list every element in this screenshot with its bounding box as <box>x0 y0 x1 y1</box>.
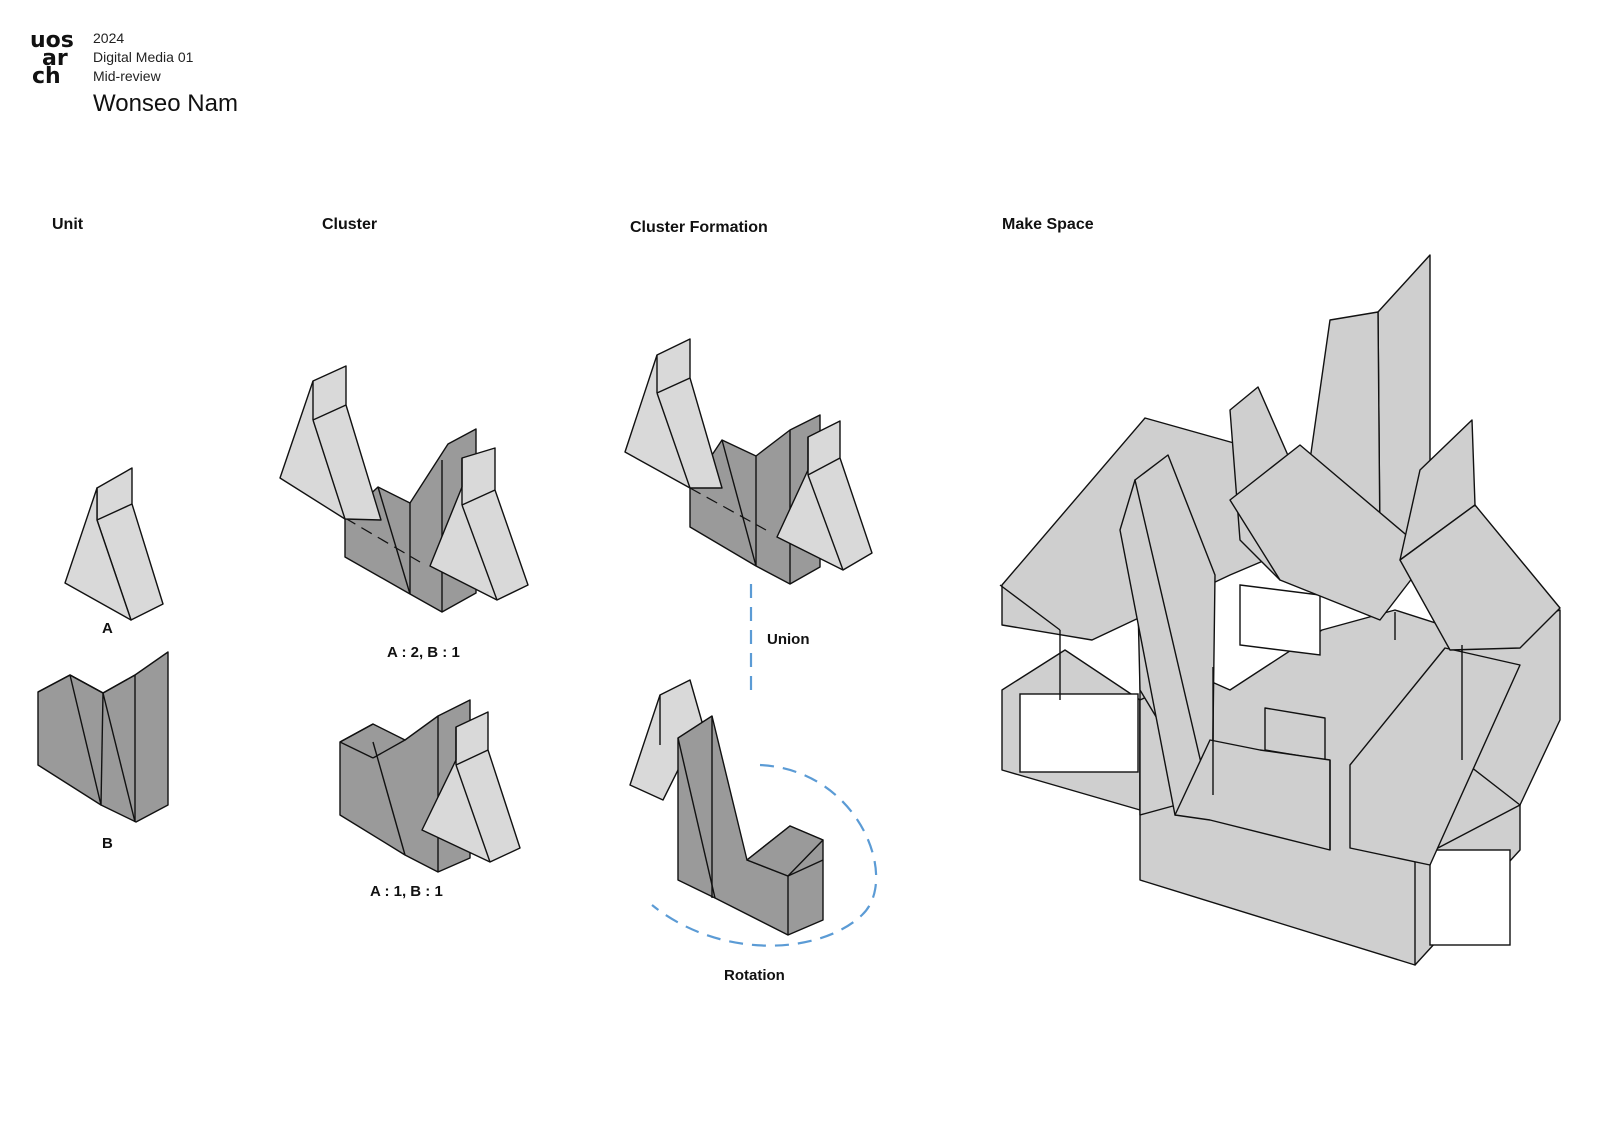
label-cluster-2: A : 1, B : 1 <box>370 883 443 900</box>
cluster-formation-shape <box>624 338 873 585</box>
logo-line-1: uos <box>30 30 74 53</box>
header-course: Digital Media 01 <box>93 49 194 65</box>
label-unit-b: B <box>102 835 113 852</box>
unit-b-shape <box>37 651 169 823</box>
opening-right <box>1429 849 1511 946</box>
section-title-cluster-formation: Cluster Formation <box>630 219 768 236</box>
label-rotation: Rotation <box>724 967 785 984</box>
header-author: Wonseo Nam <box>93 90 238 117</box>
rotation-shape <box>629 679 824 936</box>
unit-a-shape <box>64 467 164 621</box>
section-title-make-space: Make Space <box>1002 216 1094 233</box>
section-title-unit: Unit <box>52 216 84 233</box>
make-space-shape <box>999 254 1561 966</box>
cluster-1-shape <box>279 365 529 613</box>
label-cluster-1: A : 2, B : 1 <box>387 644 460 661</box>
cluster-2-shape <box>339 699 521 873</box>
opening-left <box>1019 693 1139 773</box>
label-unit-a: A <box>102 620 113 637</box>
header-year: 2024 <box>93 30 125 46</box>
logo-mark: uos ar ch <box>30 28 74 89</box>
logo-line-2: ar <box>42 46 68 71</box>
label-union: Union <box>767 631 810 648</box>
header-stage: Mid-review <box>93 68 161 84</box>
section-title-cluster: Cluster <box>322 216 378 233</box>
uosarch-logo: uos ar ch <box>30 28 82 89</box>
rotation-arrow-arc <box>651 763 878 947</box>
opening-center <box>1239 584 1321 656</box>
